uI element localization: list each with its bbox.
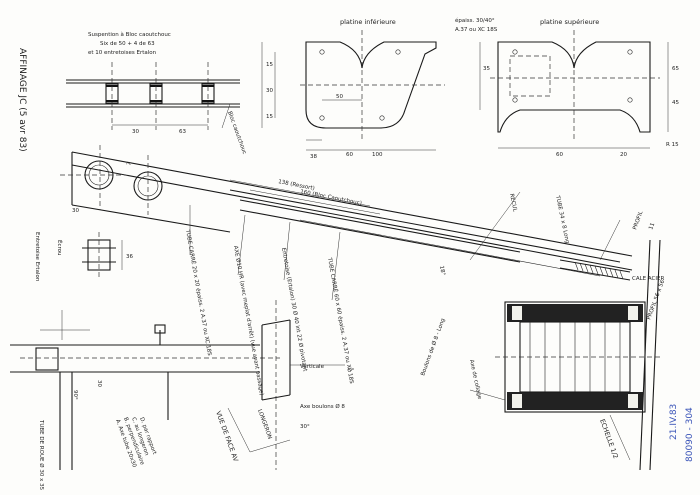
platine-superieure bbox=[479, 30, 669, 149]
d90-label: 90° bbox=[72, 390, 78, 400]
bloc-caoutchouc-label: Bloc caoutchouc bbox=[226, 111, 247, 156]
boulons-bas-label: Boulons de Ø 8 - Long bbox=[419, 317, 446, 376]
recul-label: RECUL bbox=[508, 193, 518, 213]
affinage-title: AFFINAGE JC (5 avr 83) bbox=[17, 48, 27, 152]
suspension-detail bbox=[66, 62, 240, 130]
dim-7: 7 bbox=[126, 161, 133, 167]
tube-de-roue-label: TUBE DE ROUE Ø 30 x 35 bbox=[38, 419, 45, 491]
axe-collage-label: Axe de collage bbox=[468, 359, 482, 400]
profil-label: PROFIL bbox=[632, 210, 645, 231]
dim-35-a: 35 bbox=[483, 66, 490, 72]
ecrou-label: Écrou bbox=[56, 240, 64, 256]
acier-note: A.37 ou XC 18S bbox=[455, 27, 498, 33]
epaisseur-note: épaiss. 30/40° bbox=[455, 17, 495, 24]
roller-detail bbox=[469, 239, 661, 471]
date-stamp: 21.IV.83 bbox=[669, 404, 679, 440]
tube-section bbox=[82, 232, 123, 278]
ref-stamp: 80090 - 304 bbox=[685, 407, 695, 462]
entretoise-ertalon-label: Entretoise Ertalon bbox=[34, 232, 40, 282]
echelle-label: ECHELLE 1/2 bbox=[598, 418, 620, 460]
tube-carre-1-label: TUBE CARRÉ 20 x 20 épaiss. 2 A.37 ou XC … bbox=[184, 228, 214, 357]
dim-60-b: 60 bbox=[556, 152, 563, 158]
dim-5: 5° bbox=[348, 368, 354, 374]
dim-36: 36 bbox=[126, 254, 133, 260]
dim-30-arm: 30 bbox=[72, 208, 79, 214]
dim-15-a: 15 bbox=[266, 62, 273, 68]
suspension-line-2: Six de 50 + 4 de 63 bbox=[100, 41, 155, 47]
platine-inferieure-title: platine inférieure bbox=[340, 18, 396, 26]
dim-20-a: 20 bbox=[620, 152, 627, 158]
angle-18: 18° bbox=[438, 265, 446, 276]
entretoise-label: Entretoise (Ertalon) 30 Ø 40 int 22 Ø pi… bbox=[280, 247, 309, 373]
main-arm bbox=[60, 145, 633, 281]
platine-superieure-title: platine supérieure bbox=[540, 18, 599, 26]
radius-15: R 15 bbox=[666, 142, 679, 148]
threaded-rod bbox=[559, 259, 631, 281]
tube-34-label: TUBE 34 x 8 Long bbox=[554, 194, 570, 244]
suspension-line-3: et 10 entretoises Ertalon bbox=[88, 50, 157, 56]
dim-15-b: 15 bbox=[266, 114, 273, 120]
dim-30-deg: 30° bbox=[300, 424, 310, 430]
suspension-title: Suspention à Bloc caoutchouc bbox=[88, 31, 171, 38]
verticale-label: Verticale bbox=[300, 364, 325, 370]
dim-50-a: 50 bbox=[336, 94, 343, 100]
platine-inferieure bbox=[261, 30, 445, 151]
wheel-tube-assembly bbox=[10, 300, 345, 470]
dim-100-a: 100 bbox=[372, 152, 383, 158]
dim-11: 11 bbox=[648, 222, 656, 231]
dim-30-wheel: 30 bbox=[96, 380, 102, 387]
dim-30-a: 30 bbox=[266, 88, 273, 94]
dim-63-top: 63 bbox=[179, 129, 186, 135]
boulon-label: Axe boulons Ø 8 bbox=[300, 403, 345, 410]
dim-65: 65 bbox=[672, 66, 679, 72]
dim-30-top: 30 bbox=[132, 129, 139, 135]
vue-de-face-label: VUE DE FACE AV bbox=[214, 410, 240, 463]
longeron-label: LONGERON bbox=[256, 409, 272, 440]
tube-carre-2-label: TUBE CARRÉ 60 x 60 épaiss. 2 A.37 ou XC … bbox=[326, 256, 356, 385]
dim-45: 45 bbox=[672, 100, 679, 106]
dim-60-a: 60 bbox=[346, 152, 353, 158]
axe-10-label: AXE Ø10 HR (avec meplat d'arrêt) (vue av… bbox=[232, 245, 265, 396]
dim-38: 38 bbox=[310, 154, 317, 160]
